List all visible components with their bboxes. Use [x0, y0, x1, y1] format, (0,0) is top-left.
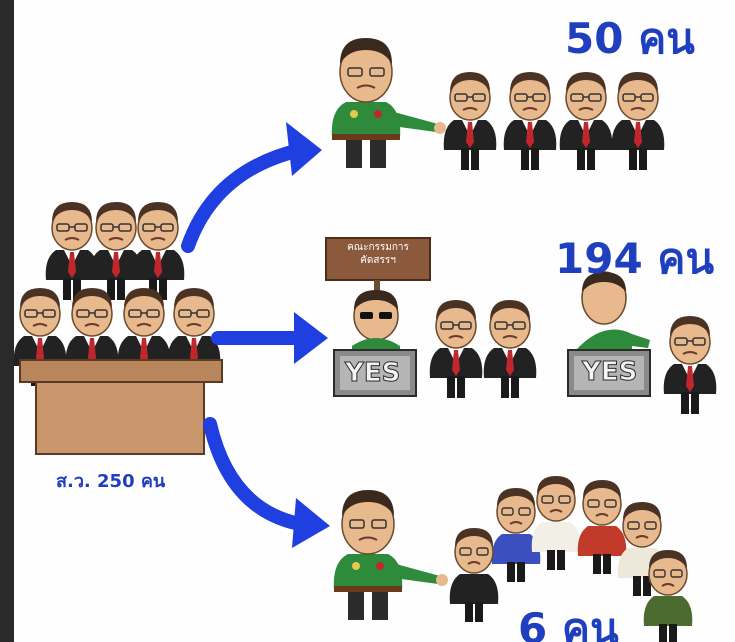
arrow-to-top — [181, 122, 322, 253]
yes-box-right — [567, 349, 651, 397]
bottom-count-label: 6 คน — [518, 604, 619, 642]
podium — [19, 359, 223, 455]
top-general — [330, 37, 447, 169]
yes-box-left — [333, 349, 417, 397]
committee-sign-line-2: คัดสรรฯ — [360, 255, 396, 266]
middle-general — [576, 271, 650, 350]
top-count-label: 50 คน — [565, 14, 695, 63]
committee-sign — [325, 237, 431, 294]
yes-label-left: YES — [344, 358, 401, 389]
senate-count-label: ส.ว. 250 คน — [56, 471, 166, 492]
arrow-to-bottom — [203, 417, 330, 548]
arrow-to-middle — [211, 312, 328, 364]
middle-count-label: 194 คน — [555, 234, 715, 283]
yes-label-right: YES — [581, 357, 638, 388]
bottom-general — [332, 489, 449, 621]
middle-senator-right — [662, 315, 718, 415]
left-border — [0, 0, 14, 642]
committee-sign-text: คณะกรรมการ คัดสรรฯ — [330, 241, 426, 277]
committee-sign-line-1: คณะกรรมการ — [347, 242, 409, 253]
top-senators — [442, 71, 666, 171]
middle-senators-left — [428, 299, 538, 399]
committee-member — [352, 290, 400, 352]
